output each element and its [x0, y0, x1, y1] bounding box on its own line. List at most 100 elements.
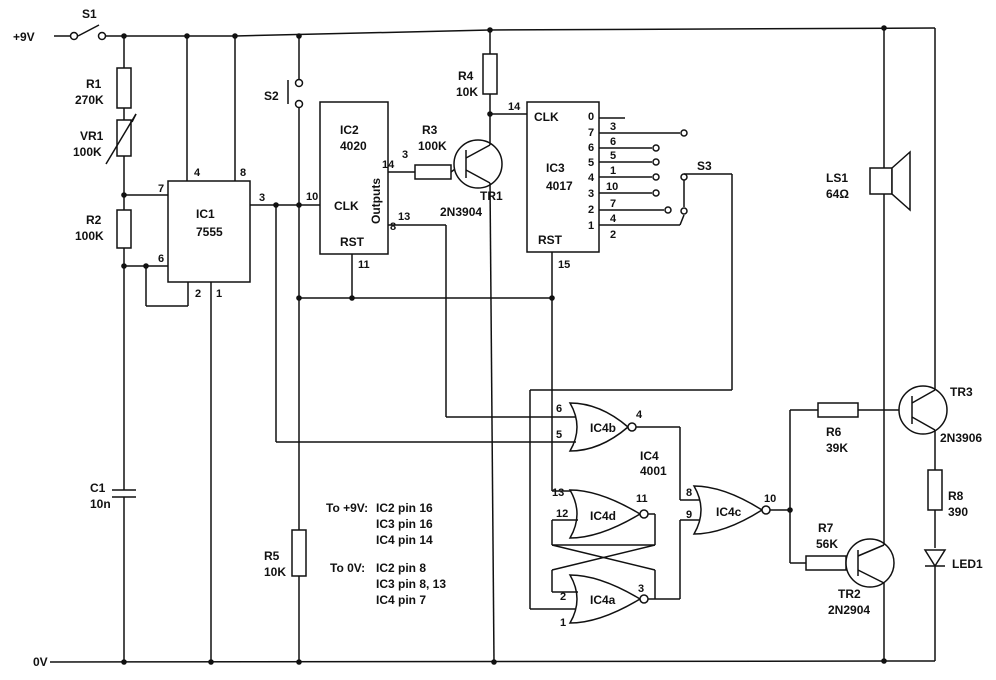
label-supply: +9V — [13, 30, 35, 44]
gate-ic4b — [275, 205, 702, 501]
label-r1: R1 — [86, 77, 102, 91]
gate-ic4b-ref: IC4b — [590, 421, 616, 435]
transistor-tr1 — [453, 30, 527, 663]
gate-ic4a-pin1: 1 — [560, 617, 566, 629]
gate-ic4c-ref: IC4c — [716, 505, 742, 519]
ic3-pin7: 7 — [610, 198, 616, 210]
label-r4: R4 — [458, 69, 474, 83]
ic2-pin11: 11 — [358, 259, 370, 271]
ic4-ref: IC4 — [640, 449, 659, 463]
value-r1: 270K — [75, 93, 104, 107]
value-r2: 100K — [75, 229, 104, 243]
tr1-ref: TR1 — [480, 189, 503, 203]
ic2-4020 — [319, 101, 577, 418]
gate-ic4c-pin9: 9 — [686, 509, 692, 521]
ic2-clk: CLK — [334, 199, 359, 213]
gate-ic4b-pin4: 4 — [636, 409, 643, 421]
ic3-ref: IC3 — [546, 161, 565, 175]
gate-ic4b-pin6: 6 — [556, 403, 562, 415]
ic1-pin3: 3 — [259, 192, 265, 204]
tr2-ref: TR2 — [838, 587, 861, 601]
gate-ic4a — [551, 519, 702, 624]
label-r2: R2 — [86, 213, 102, 227]
ic1-pin6: 6 — [158, 253, 164, 265]
ic1-part: 7555 — [196, 225, 223, 239]
note-ground-line-1: IC2 pin 8 — [376, 561, 426, 575]
output-stage — [805, 28, 948, 661]
ic2-rst: RST — [340, 235, 365, 249]
ic1-7555 — [167, 36, 320, 662]
led-ref: LED1 — [952, 557, 983, 571]
value-vr1: 100K — [73, 145, 102, 159]
resistor-r2 — [116, 209, 132, 249]
ic3-pin2: 2 — [610, 229, 616, 241]
junctions — [121, 25, 887, 665]
ic3-rst: RST — [538, 233, 563, 247]
gate-ic4a-pin3: 3 — [638, 583, 644, 595]
timing-chain — [105, 36, 189, 662]
label-c1: C1 — [90, 481, 106, 495]
ic3-out2: 2 — [588, 204, 594, 216]
resistor-r5 — [291, 529, 307, 577]
note-ground-title: To 0V: — [330, 561, 365, 575]
note-ground-line-3: IC4 pin 7 — [376, 593, 426, 607]
gate-ic4c-pin8: 8 — [686, 487, 692, 499]
gate-ic4d — [551, 489, 656, 546]
note-supply-line-2: IC3 pin 16 — [376, 517, 433, 531]
resistor-r6 — [817, 402, 859, 418]
ic3-out0: 0 — [588, 111, 594, 123]
label-vr1: VR1 — [80, 129, 104, 143]
ic1-pin2: 2 — [195, 288, 201, 300]
gate-ic4d-pin12: 12 — [556, 508, 568, 520]
ic4-part: 4001 — [640, 464, 667, 478]
ic3-pin15: 15 — [558, 259, 570, 271]
resistor-r7 — [805, 555, 847, 571]
ic3-out6: 6 — [588, 142, 594, 154]
gate-ic4a-pin2: 2 — [560, 591, 566, 603]
note-supply-line-1: IC2 pin 16 — [376, 501, 433, 515]
value-r8: 390 — [948, 505, 968, 519]
label-r5: R5 — [264, 549, 280, 563]
ic3-part: 4017 — [546, 179, 573, 193]
value-r3: 100K — [418, 139, 447, 153]
value-r7: 56K — [816, 537, 838, 551]
ic3-pin4: 4 — [610, 213, 617, 225]
ic2-pin3: 3 — [402, 149, 408, 161]
ic3-out4: 4 — [588, 172, 595, 184]
tr3-ref: TR3 — [950, 385, 973, 399]
tr2-part: 2N2904 — [828, 603, 870, 617]
gate-ic4c-pin10: 10 — [764, 493, 776, 505]
ic3-pin14: 14 — [508, 101, 521, 113]
ic3-out3: 3 — [588, 188, 594, 200]
ic3-pin10: 10 — [606, 181, 618, 193]
ic3-pin1: 1 — [610, 165, 616, 177]
ic3-pin3: 3 — [610, 121, 616, 133]
speaker-value: 64Ω — [826, 187, 849, 201]
resistor-r8 — [927, 469, 943, 511]
gate-ic4c — [692, 409, 818, 564]
ic1-pin7: 7 — [158, 183, 164, 195]
ic3-out5: 5 — [588, 157, 594, 169]
value-r6: 39K — [826, 441, 848, 455]
ic3-out1: 1 — [588, 220, 594, 232]
gate-ic4d-ref: IC4d — [590, 509, 616, 523]
label-s1: S1 — [82, 7, 97, 21]
tr1-part: 2N3904 — [440, 205, 482, 219]
ic1-pin4: 4 — [194, 167, 201, 179]
label-r6: R6 — [826, 425, 842, 439]
switch-s2-branch — [287, 36, 307, 662]
label-s2: S2 — [264, 89, 279, 103]
ic2-pin8: 8 — [390, 221, 396, 233]
gate-ic4d-pin13: 13 — [552, 487, 564, 499]
ic3-out7: 7 — [588, 127, 594, 139]
value-r5: 10K — [264, 565, 286, 579]
ic2-pin10: 10 — [306, 191, 318, 203]
resistor-r4 — [482, 53, 498, 95]
speaker-ref: LS1 — [826, 171, 848, 185]
ic3-pin6: 6 — [610, 136, 616, 148]
ic2-ref: IC2 — [340, 123, 359, 137]
note-supply-title: To +9V: — [326, 501, 368, 515]
ic3-pin5: 5 — [610, 150, 616, 162]
value-r4: 10K — [456, 85, 478, 99]
